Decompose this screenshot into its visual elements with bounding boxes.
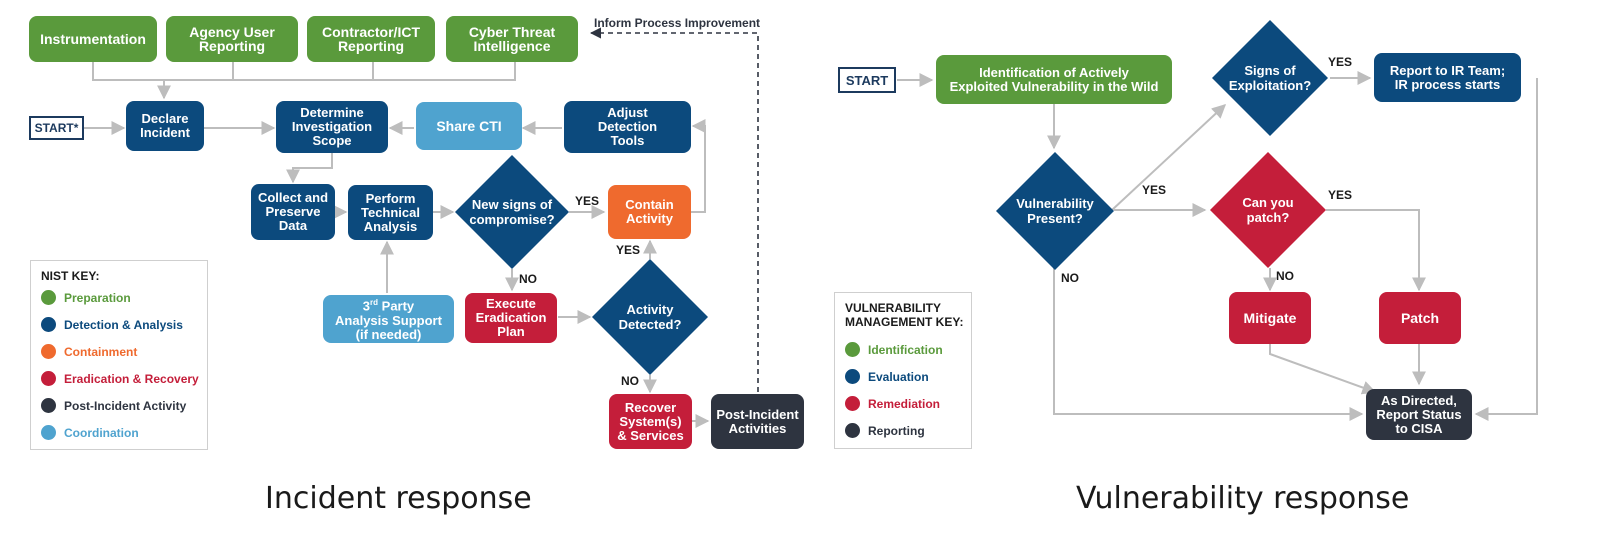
- third-party-analysis-box: 3rd Party Analysis Support (if needed): [323, 295, 454, 343]
- legend-label: Post-Incident Activity: [64, 398, 187, 413]
- incident-start-box: START*: [29, 116, 84, 140]
- arrow-present-to-signs: [1111, 104, 1227, 211]
- yes-present-label: YES: [1142, 183, 1167, 197]
- legend-dot-icon: [845, 396, 860, 411]
- legend-label: Eradication & Recovery: [64, 371, 199, 386]
- legend-dot-icon: [845, 369, 860, 384]
- new-signs-decision: New signs of compromise?: [455, 155, 569, 269]
- vuln-start-box: START: [838, 67, 896, 93]
- arrow-mitigate-to-cisa: [1269, 344, 1377, 395]
- legend-dot-icon: [41, 317, 56, 332]
- activity-detected-decision: Activity Detected?: [592, 259, 708, 375]
- share-cti-box: Share CTI: [416, 102, 522, 150]
- contain-activity-box: Contain Activity: [608, 185, 691, 239]
- arrow-contain-to-adjust: [691, 119, 706, 213]
- technical-analysis-box: Perform Technical Analysis: [348, 185, 433, 240]
- legend-label: Containment: [64, 344, 138, 359]
- no-new-signs-label: NO: [519, 272, 537, 286]
- can-patch-decision: Can you patch?: [1210, 152, 1326, 268]
- legend-dot-icon: [41, 290, 56, 305]
- patch-box: Patch: [1379, 292, 1461, 344]
- vulnerability-present-label: Vulnerability Present?: [1016, 196, 1094, 226]
- legend-dot-icon: [41, 425, 56, 440]
- collect-preserve-box: Collect and Preserve Data: [251, 184, 335, 240]
- legend-dot-icon: [41, 371, 56, 386]
- mitigate-box: Mitigate: [1229, 292, 1311, 344]
- nist-key-title: NIST KEY:: [41, 269, 100, 283]
- nist-key-item: Post-Incident Activity: [41, 398, 186, 413]
- legend-label: Evaluation: [868, 369, 929, 384]
- vulnerability-key-title: VULNERABILITY MANAGEMENT KEY:: [845, 301, 964, 329]
- vulnerability-present-decision: Vulnerability Present?: [996, 152, 1114, 270]
- legend-dot-icon: [41, 344, 56, 359]
- execute-eradication-box: Execute Eradication Plan: [465, 293, 557, 343]
- instrumentation-box: Instrumentation: [29, 16, 157, 62]
- legend-dot-icon: [41, 398, 56, 413]
- nist-key-item: Containment: [41, 344, 137, 359]
- agency-user-reporting-box: Agency User Reporting: [166, 16, 298, 62]
- nist-key-item: Coordination: [41, 425, 139, 440]
- legend-label: Identification: [868, 342, 943, 357]
- report-cisa-box: As Directed, Report Status to CISA: [1366, 389, 1472, 440]
- identification-box: Identification of Actively Exploited Vul…: [936, 55, 1172, 104]
- legend-dot-icon: [845, 342, 860, 357]
- inputs-bus-line: [92, 62, 516, 81]
- can-patch-label: Can you patch?: [1242, 195, 1294, 225]
- report-ir-team-box: Report to IR Team; IR process starts: [1374, 53, 1521, 102]
- arrow-present-no-to-cisa: [1053, 268, 1364, 421]
- contractor-ict-reporting-box: Contractor/ICT Reporting: [307, 16, 435, 62]
- determine-scope-box: Determine Investigation Scope: [276, 101, 388, 153]
- post-incident-activities-box: Post-Incident Activities: [711, 394, 804, 449]
- vulnerability-key-legend: VULNERABILITY MANAGEMENT KEY: Identifica…: [834, 292, 972, 449]
- no-present-label: NO: [1061, 271, 1079, 285]
- vulnerability-key-item: Remediation: [845, 396, 940, 411]
- legend-label: Detection & Analysis: [64, 317, 183, 332]
- legend-label: Reporting: [868, 423, 925, 438]
- yes-signs-label: YES: [1328, 55, 1353, 69]
- arrow-reportir-to-cisa: [1474, 78, 1538, 421]
- legend-dot-icon: [845, 423, 860, 438]
- yes-new-signs-label: YES: [575, 194, 600, 208]
- legend-label: Remediation: [868, 396, 941, 411]
- signs-exploitation-decision: Signs of Exploitation?: [1212, 20, 1328, 136]
- yes-activity-label: YES: [616, 243, 641, 257]
- arrow-canpatch-to-patch: [1326, 209, 1426, 292]
- nist-key-item: Eradication & Recovery: [41, 371, 199, 386]
- adjust-detection-tools-box: Adjust Detection Tools: [564, 101, 691, 153]
- vulnerability-key-item: Identification: [845, 342, 943, 357]
- nist-key-item: Detection & Analysis: [41, 317, 183, 332]
- arrow-scope-to-collect: [286, 153, 333, 184]
- cyber-threat-intelligence-box: Cyber Threat Intelligence: [446, 16, 578, 62]
- declare-incident-box: Declare Incident: [126, 101, 204, 151]
- new-signs-label: New signs of compromise?: [469, 197, 555, 227]
- recover-systems-box: Recover System(s) & Services: [609, 394, 692, 449]
- no-activity-label: NO: [621, 374, 639, 388]
- incident-response-caption: Incident response: [265, 481, 532, 516]
- yes-patch-label: YES: [1328, 188, 1353, 202]
- legend-label: Preparation: [64, 290, 131, 305]
- vulnerability-key-item: Reporting: [845, 423, 925, 438]
- signs-exploitation-label: Signs of Exploitation?: [1228, 63, 1312, 93]
- activity-detected-label: Activity Detected?: [618, 302, 682, 332]
- vulnerability-response-caption: Vulnerability response: [1076, 481, 1410, 516]
- arrow-feedback-dashed: [589, 27, 759, 392]
- legend-label: Coordination: [64, 425, 139, 440]
- feedback-label: Inform Process Improvement: [594, 16, 761, 30]
- vulnerability-key-item: Evaluation: [845, 369, 929, 384]
- no-patch-label: NO: [1276, 269, 1294, 283]
- nist-key-item: Preparation: [41, 290, 131, 305]
